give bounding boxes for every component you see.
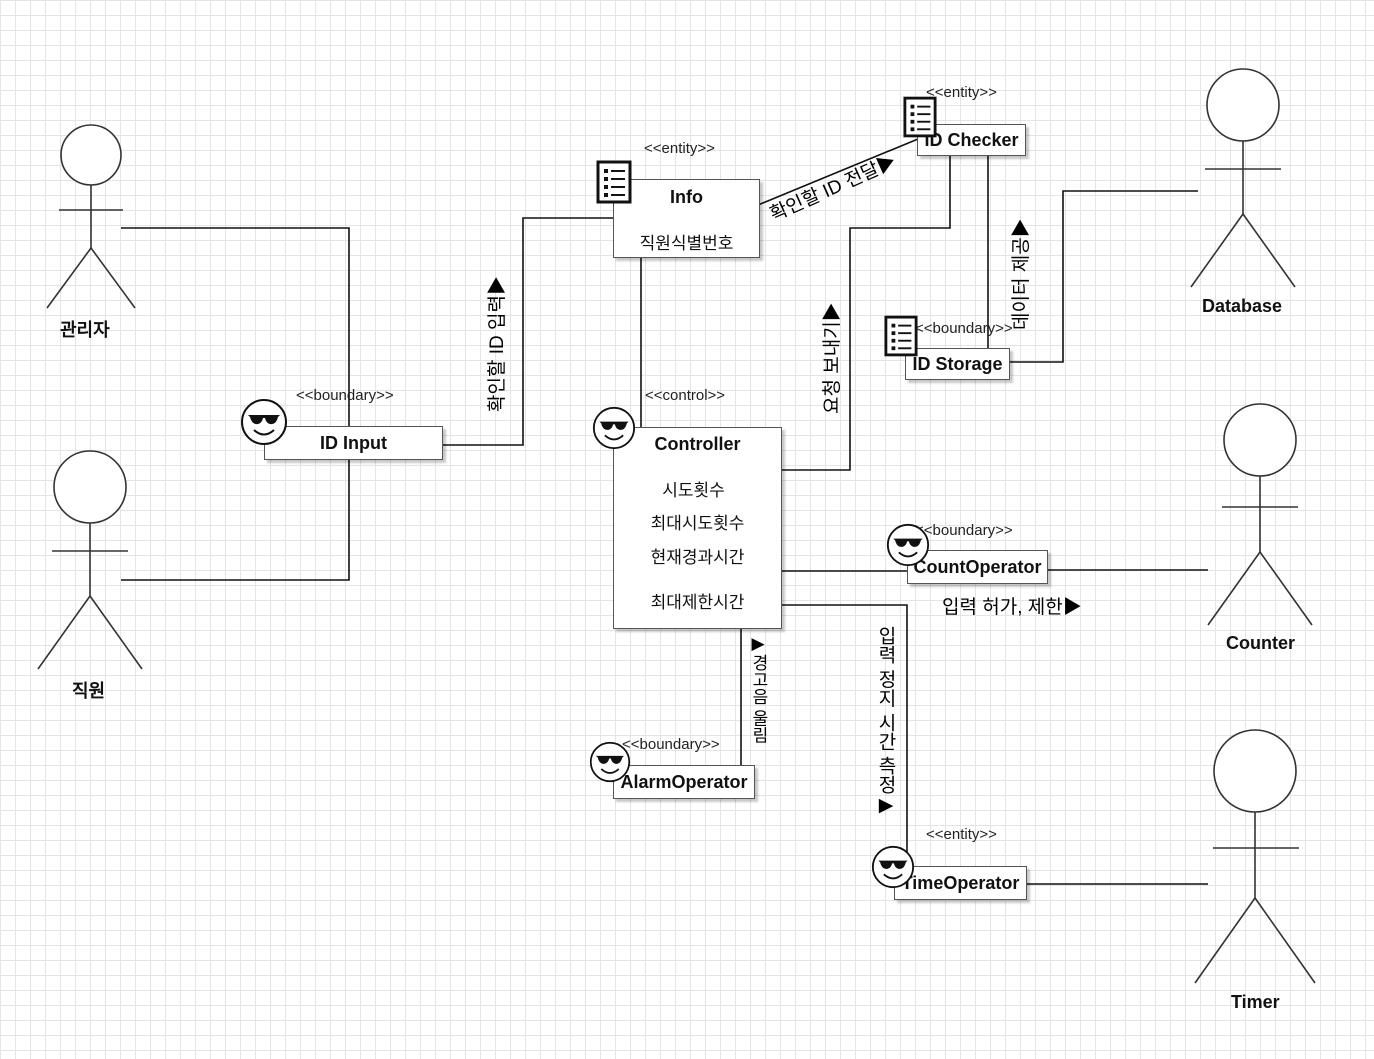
msg-count-text: 입력 허가, 제한 xyxy=(942,597,1063,618)
idinput-stereotype: <<boundary>> xyxy=(296,387,394,404)
controller-class-title: Controller xyxy=(654,434,741,454)
info-class-box[interactable]: Info 직원식별번호 xyxy=(613,179,760,258)
controller-class-box[interactable]: Controller 시도횟수 최대시도횟수 현재경과시간 최대제한시간 xyxy=(613,427,782,629)
arrow-right-icon: ▶ xyxy=(1011,218,1032,238)
actor-manager-figure xyxy=(46,124,136,309)
msg-data-text: 데이터 제공 xyxy=(1011,237,1032,330)
sunglasses-smiley-icon xyxy=(589,741,631,783)
actor-database-figure xyxy=(1190,68,1296,288)
actor-counter-label: Counter xyxy=(1226,633,1295,653)
msg-request-text: 요청 보내기 xyxy=(822,321,843,414)
countop-class-box[interactable]: CountOperator xyxy=(907,550,1048,584)
idstorage-class-box[interactable]: ID Storage xyxy=(905,348,1010,380)
msg-request: 요청 보내기▶ xyxy=(817,302,844,414)
controller-attr-2: 현재경과시간 xyxy=(650,548,745,567)
alarmop-class-title: AlarmOperator xyxy=(620,772,748,792)
link-controller-idchecker xyxy=(782,156,951,471)
msg-id-input: 확인할 ID 입력▶ xyxy=(482,276,509,412)
arrow-right-icon: ▶ xyxy=(749,634,768,654)
actor-employee-figure xyxy=(37,450,143,670)
sunglasses-smiley-icon xyxy=(241,399,287,445)
actor-timer-figure xyxy=(1194,729,1316,984)
arrow-right-icon: ▶ xyxy=(487,276,508,296)
actor-counter-figure xyxy=(1207,403,1313,626)
msg-count: 입력 허가, 제한▶ xyxy=(942,592,1082,619)
actor-manager-label: 관리자 xyxy=(60,320,110,340)
info-stereotype: <<entity>> xyxy=(644,140,715,157)
controller-stereotype: <<control>> xyxy=(645,387,726,404)
timeop-class-title: TimeOperator xyxy=(901,873,1020,893)
countop-class-title: CountOperator xyxy=(913,557,1042,577)
actor-employee-label: 직원 xyxy=(72,681,106,701)
msg-id-input-text: 확인할 ID 입력 xyxy=(487,295,508,412)
idstorage-stereotype: <<boundary>> xyxy=(915,320,1013,337)
link-idstorage-database xyxy=(1010,190,1198,363)
sunglasses-smiley-icon xyxy=(592,406,636,450)
alarmop-stereotype: <<boundary>> xyxy=(622,736,720,753)
controller-attr-0: 시도횟수 xyxy=(662,481,725,500)
entity-icon xyxy=(903,96,937,138)
link-idinput-info xyxy=(443,217,614,446)
idinput-class-box[interactable]: ID Input xyxy=(264,426,443,460)
link-info-idchecker xyxy=(757,138,919,206)
controller-attr-3: 최대제한시간 xyxy=(650,593,745,612)
idchecker-stereotype: <<entity>> xyxy=(926,84,997,101)
idchecker-class-title: ID Checker xyxy=(924,130,1019,150)
msg-alarm: ▶경고음 울림 xyxy=(746,634,771,744)
sunglasses-smiley-icon xyxy=(871,845,915,889)
idinput-class-title: ID Input xyxy=(320,433,387,453)
msg-time: 입력 정지 시간 측정▶ xyxy=(872,626,899,816)
info-class-title: Info xyxy=(670,187,703,207)
entity-icon xyxy=(596,160,632,204)
alarmop-class-box[interactable]: AlarmOperator xyxy=(613,765,755,799)
sunglasses-smiley-icon xyxy=(886,523,930,567)
arrow-right-icon: ▶ xyxy=(1062,597,1082,618)
msg-data: 데이터 제공▶ xyxy=(1006,218,1033,330)
arrow-right-icon: ▶ xyxy=(875,793,896,816)
timeop-class-box[interactable]: TimeOperator xyxy=(894,866,1027,900)
link-manager-idinput xyxy=(121,227,350,426)
actor-database-label: Database xyxy=(1202,296,1283,316)
msg-alarm-text: 경고음 울림 xyxy=(749,654,768,744)
msg-time-text: 입력 정지 시간 측정 xyxy=(875,626,896,794)
arrow-right-icon: ▶ xyxy=(822,302,843,322)
link-employee-idinput xyxy=(121,460,350,581)
timeop-stereotype: <<entity>> xyxy=(926,826,997,843)
actor-timer-label: Timer xyxy=(1231,992,1280,1012)
idstorage-class-title: ID Storage xyxy=(912,354,1003,374)
info-attr-0: 직원식별번호 xyxy=(639,234,734,253)
countop-stereotype: <<boundary>> xyxy=(915,522,1013,539)
link-controller-timeop xyxy=(782,604,908,866)
controller-attr-1: 최대시도횟수 xyxy=(650,514,745,533)
entity-icon xyxy=(884,315,918,357)
